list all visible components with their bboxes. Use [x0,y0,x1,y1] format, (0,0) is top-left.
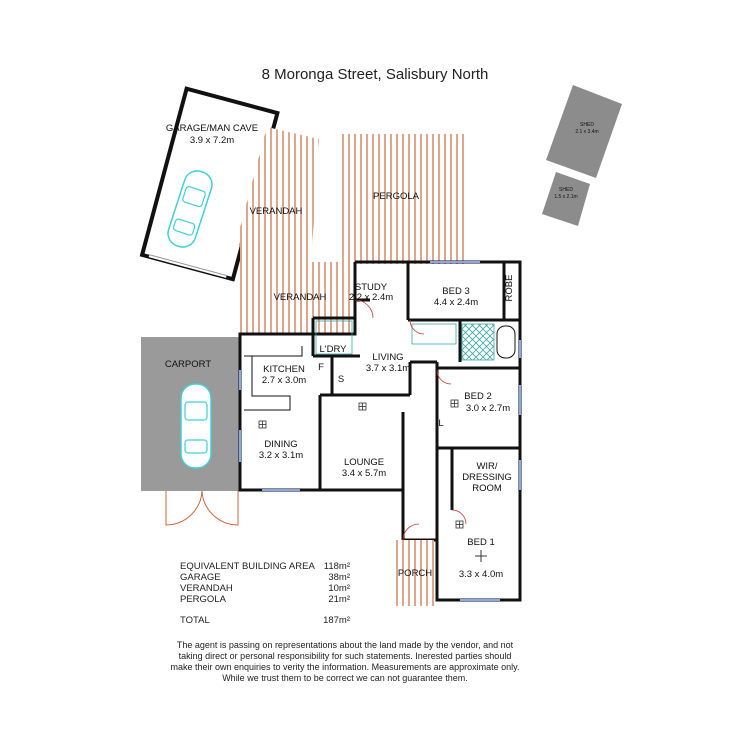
verandah-upper-label: VERANDAH [250,206,303,217]
area-value: 10m² [328,583,350,594]
area-summary: EQUIVALENT BUILDING AREA 118m² GARAGE 38m²… [180,561,350,626]
total-value: 187m² [323,615,350,626]
fridge-label: F [318,362,324,373]
area-label: GARAGE [180,572,221,583]
total-label: TOTAL [180,615,210,626]
bed1-size: 3.3 x 4.0m [459,569,503,580]
kitchen-label: KITCHEN [263,364,305,375]
house-walls [238,260,522,602]
area-label: VERANDAH [180,583,233,594]
lounge-label: LOUNGE [344,457,384,468]
wir-label: WIR/ [476,461,497,472]
dining-label: DINING [264,439,297,450]
bath-tub [496,325,516,359]
carport-label: CARPORT [165,359,211,370]
pergola-label: PERGOLA [373,191,420,202]
verandah-upper [240,127,319,264]
laundry-tiles [315,320,353,355]
verandah-lower [240,262,355,334]
plan-title: 8 Moronga Street, Salisbury North [261,66,489,83]
wir-label-3: ROOM [472,483,502,494]
car-icon [180,383,212,469]
kitchen-bench-top [244,346,303,357]
shed2-size: 1.5 x 2.1m [554,194,577,200]
bed2-label: BED 2 [464,391,491,402]
area-value: 21m² [328,594,350,605]
area-row: EQUIVALENT BUILDING AREA 118m² [180,561,350,572]
robe-label: ROBE [504,275,515,302]
bathroom [461,323,495,361]
shed1-size: 2.1 x 3.4m [575,129,598,135]
kitchen-bench [244,356,291,411]
car-icon [167,170,213,248]
garage-size: 3.9 x 7.2m [190,135,234,146]
bed2-size: 3.0 x 2.7m [466,403,510,414]
shed-small: SHED 1.5 x 2.1m [542,172,590,226]
verandah-lower-label: VERANDAH [274,292,327,303]
porch [396,540,434,606]
dining-size: 3.2 x 3.1m [259,450,303,461]
living-label: LIVING [372,352,403,363]
shed1-label: SHED [580,122,594,128]
bed3-size: 4.4 x 2.4m [434,297,478,308]
pergola [338,134,464,264]
area-row: VERANDAH 10m² [180,583,350,594]
lounge-size: 3.4 x 5.7m [342,468,386,479]
area-label: PERGOLA [180,594,226,605]
ceiling-fan-icon [475,550,487,562]
disclaimer-text: The agent is passing on representations … [170,640,520,683]
living-size: 3.7 x 3.1m [366,363,410,374]
light-icon [258,399,464,529]
porch-label: PORCH [398,568,432,579]
shed2-label: SHED [559,187,573,193]
study-size: 2.2 x 2.4m [349,292,393,303]
wir-label-2: DRESSING [462,472,512,483]
shed-large: SHED 2.1 x 3.4m [546,85,622,178]
garage-label: GARAGE/MAN CAVE [166,123,258,134]
store-label: S [338,374,344,385]
bed1-label: BED 1 [467,537,494,548]
area-value: 38m² [328,572,350,583]
study-label: STUDY [355,282,388,293]
carport-gate [165,490,239,526]
area-row: GARAGE 38m² [180,572,350,583]
area-total-row: TOTAL 187m² [180,615,350,626]
area-row: PERGOLA 21m² [180,594,350,605]
area-label: EQUIVALENT BUILDING AREA [180,561,315,572]
laundry-label: L'DRY [320,344,348,355]
windows [239,261,521,601]
doors [354,299,467,541]
linen-label: L [438,418,443,429]
bed3-label: BED 3 [442,286,469,297]
kitchen-size: 2.7 x 3.0m [262,375,306,386]
ensuite-tiles [411,323,457,345]
area-value: 118m² [323,561,350,572]
